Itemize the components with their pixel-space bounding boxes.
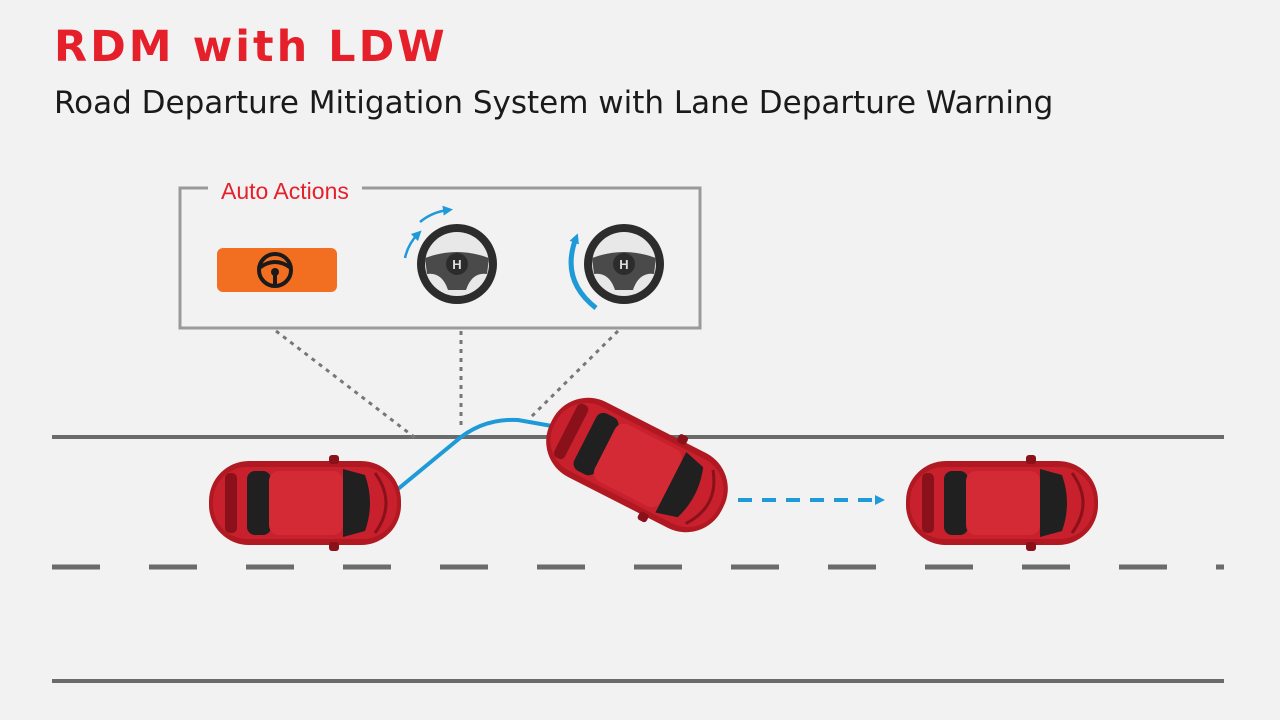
svg-text:H: H	[452, 257, 461, 272]
vehicle-path	[396, 417, 553, 491]
auto-actions-label: Auto Actions	[208, 176, 362, 206]
car-departing	[528, 377, 746, 553]
steering-wheel-warning-icon	[217, 248, 337, 292]
steering-wheel-vibration-icon: H	[403, 205, 497, 304]
page-subtitle: Road Departure Mitigation System with La…	[54, 85, 1054, 121]
steering-assist-icon: H	[568, 224, 664, 310]
callout-line-1	[275, 329, 419, 442]
svg-text:H: H	[619, 257, 628, 272]
car-corrected	[904, 453, 1100, 553]
auto-actions-box	[178, 186, 702, 330]
page-title: RDM with LDW	[54, 22, 448, 72]
car-before-departure	[207, 453, 403, 553]
callout-line-3	[528, 329, 620, 420]
